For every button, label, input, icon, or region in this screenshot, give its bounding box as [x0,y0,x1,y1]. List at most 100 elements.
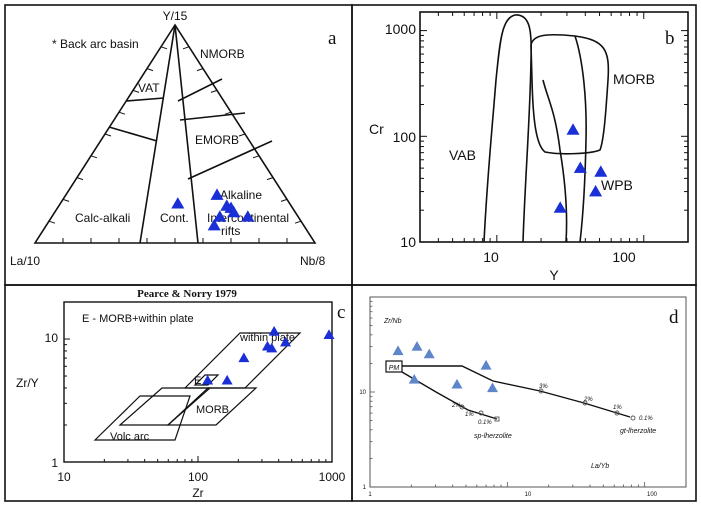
data-point [594,165,608,177]
tick-label-x-1000: 1000 [319,470,346,484]
gt-lherzolite-curve [402,365,631,418]
y-axis-label-b: Cr [369,121,384,137]
data-point [241,210,255,222]
plot-d-ticks [369,300,687,488]
curve-label-gt: gt-lherzolite [620,428,656,435]
panel-d: PM Zr/Nb La/Yb sp-lherzolite gt-lherzoli… [359,296,687,498]
field-label-morb-c: MORB [196,404,229,416]
panel-letter-d: d [669,307,679,328]
ternary-divider-left [139,24,176,244]
axis-tick [196,68,204,72]
melt-marker [630,415,636,421]
x-axis-label-d: La/Yb [591,463,609,470]
plot-b-ticks [419,12,689,243]
axis-tick [104,133,112,137]
data-point [411,341,423,351]
data-point [171,197,185,209]
melt-marker [538,388,544,394]
data-point [202,374,214,385]
tick-label-y-10: 10 [359,390,366,396]
back-arc-note: * Back arc basin [52,37,139,51]
axis-tick [160,46,168,50]
field-line-emorb-top [179,112,246,121]
melt-marker [494,416,500,422]
tick-label-x-100: 100 [188,470,208,484]
data-point [266,342,278,353]
plot-b-frame [419,11,689,243]
tick-label-x-10: 10 [483,249,499,265]
data-point [392,345,404,356]
axis-tick [90,155,98,159]
panel-a-points [171,188,255,231]
data-point [451,378,463,389]
volc-arc-field [93,395,191,441]
melt-label-gt-3: 3% [539,384,548,390]
plot-d-curves [401,365,631,420]
data-point [210,188,224,200]
tick-label-x-100: 100 [647,492,658,498]
data-point [221,374,233,385]
axis-tick [266,177,274,181]
data-point [280,336,292,347]
tick-label-y-1000: 1000 [385,21,416,37]
axis-tick [280,198,288,202]
panel-c-points [202,325,335,385]
x-axis-label-b: Y [549,267,559,283]
axis-tick [48,220,56,224]
data-point [323,329,335,339]
field-label-morb-b: MORB [613,71,655,87]
y-axis-label-c: Zr/Y [16,376,39,390]
panel-letter-b: b [665,28,675,49]
axis-tick [118,111,126,115]
plot-c-ticks [63,301,327,463]
melt-label-sp-1: 1% [465,412,474,418]
field-label-emorb: EMORB [195,133,239,147]
ternary-divider-right [174,24,199,244]
melt-label-sp-2: 2% [451,403,461,409]
tick-label-y-10: 10 [45,331,59,345]
vab-field [483,14,533,243]
data-point [227,205,241,218]
data-point [408,374,420,384]
field-line-emorb-bottom [187,140,273,180]
field-label-wpb: WPB [601,177,633,193]
field-label-calc: Calc-alkali [75,211,130,225]
field-label-rifts: rifts [221,224,240,238]
data-point [213,210,227,222]
panel-d-points [392,341,499,393]
tick-label-y-10: 10 [400,234,416,250]
field-label-cont: Cont. [160,211,189,225]
plot-d-frame [369,296,687,488]
panel-a: Y/15 La/10 Nb/8 * Back arc basin NMORB V… [10,9,337,268]
axis-tick [62,198,70,202]
x-axis-label-c: Zr [192,486,203,500]
melt-marker [478,410,484,416]
melt-marker [614,410,620,416]
data-point [573,161,587,173]
data-point [486,382,499,393]
melt-marker [459,404,465,410]
axis-tick [132,89,140,93]
volc-arc-field-2 [118,387,212,426]
ternary-ticks [48,46,302,243]
melt-label-gt-1: 1% [613,405,622,411]
plot-d-melt-markers [459,388,636,422]
melt-label-sp-01: 0.1% [478,420,492,426]
field-label-e: E [194,375,201,387]
melt-label-gt-2: 2% [583,397,593,403]
melt-marker [582,400,588,406]
axis-tick [210,89,218,93]
y-axis-label-d: Zr/Nb [383,318,402,325]
plot-b-fields [483,14,610,243]
tick-label-x-10: 10 [57,470,71,484]
tick-label-y-100: 100 [393,129,417,145]
panel-b-points [553,123,608,213]
data-point [423,348,435,359]
axis-tick [182,46,190,50]
field-label-alkaline: Alkaline [220,188,262,202]
tick-label-x-1: 1 [368,492,372,498]
panel-frames [4,4,697,502]
pm-box [385,360,403,373]
data-point [566,123,580,135]
